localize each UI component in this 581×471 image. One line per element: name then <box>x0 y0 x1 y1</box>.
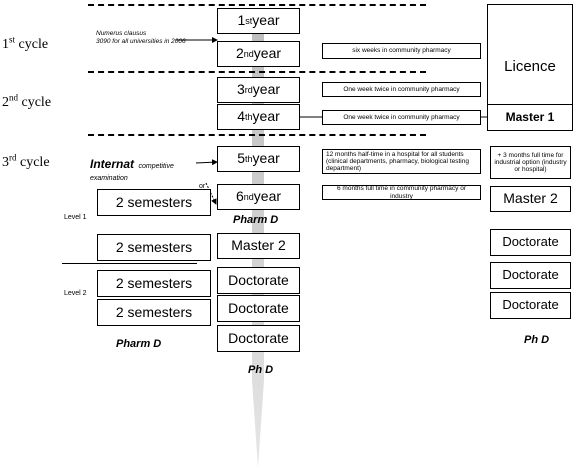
separator-cycle-1-2 <box>88 71 426 73</box>
left-semesters-box-4: 2 semesters <box>97 299 211 326</box>
master-1-box: Master 1 <box>487 104 573 131</box>
note-six-months-fulltime: 6 months full time in community pharmacy… <box>322 185 481 200</box>
internat-examination: examination <box>90 175 128 182</box>
note-one-week-4th: One week twice in community pharmacy <box>322 110 481 125</box>
level-1-label: Level 1 <box>64 214 87 221</box>
left-semesters-box-2: 2 semesters <box>97 234 211 261</box>
internat-competitive: competitive <box>138 163 174 170</box>
right-master-2-box: Master 2 <box>490 186 571 212</box>
internat-arrow-6th <box>205 182 217 205</box>
level-divider <box>62 263 197 264</box>
left-pharm-d-caption: Pharm D <box>116 338 162 350</box>
internat-label: Internat competitive examination <box>90 155 210 182</box>
cycle-1-label: 1st cycle <box>2 34 49 52</box>
left-semesters-box-1: 2 semesters <box>97 189 211 216</box>
note-twelve-months-hospital: 12 months half-time in a hospital for al… <box>322 149 481 174</box>
center-pharm-d-caption: Pharm D <box>233 214 279 226</box>
center-phd-caption: Ph D <box>248 364 274 376</box>
right-phd-caption: Ph D <box>524 334 550 346</box>
right-doctorate-box-2: Doctorate <box>490 262 571 289</box>
level-2-label: Level 2 <box>64 290 87 297</box>
cycle-3-label: 3rd cycle <box>2 152 50 170</box>
separator-top <box>88 4 426 6</box>
center-doctorate-box-1: Doctorate <box>217 267 300 294</box>
right-doctorate-box-1: Doctorate <box>490 229 571 256</box>
right-doctorate-box-3: Doctorate <box>490 292 571 319</box>
numerus-clausus-note: Numerus clausus 3090 for all universitie… <box>96 30 186 46</box>
note-one-week-3rd: One week twice in community pharmacy <box>322 82 481 97</box>
separator-cycle-2-3 <box>88 134 426 136</box>
center-doctorate-box-2: Doctorate <box>217 295 300 322</box>
cycle-2-label: 2nd cycle <box>2 92 52 110</box>
or-label: or <box>199 183 206 190</box>
internat-arrow-5th <box>195 159 218 166</box>
center-master-2-box: Master 2 <box>217 233 300 259</box>
internat-title: Internat <box>90 157 135 171</box>
industrial-option-note: + 3 months full time for industrial opti… <box>490 146 571 179</box>
center-doctorate-box-3: Doctorate <box>217 325 300 352</box>
left-semesters-box-3: 2 semesters <box>97 270 211 297</box>
note-six-weeks: six weeks in community pharmacy <box>322 43 481 59</box>
